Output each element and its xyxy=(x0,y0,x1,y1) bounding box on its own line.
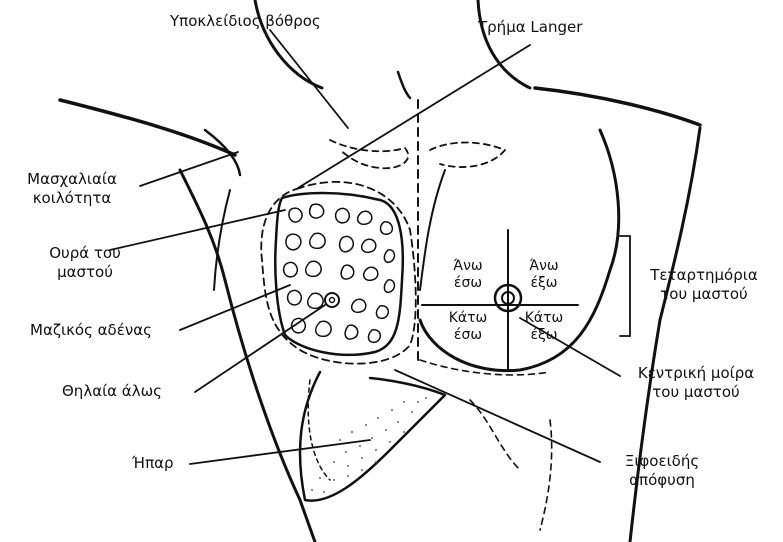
sternal-notch xyxy=(398,72,410,98)
label-central-line1: Κεντρική μοίρα xyxy=(616,364,776,383)
right-clavicle-dashed xyxy=(430,143,505,168)
label-xiphoid-line2: απόφυση xyxy=(602,471,722,490)
label-areola: Θηλαία άλως xyxy=(62,382,162,401)
neck-right-outline xyxy=(478,0,530,88)
leader-axilla xyxy=(140,152,238,186)
quadrant-upper-inner-line2: έσω xyxy=(440,275,496,292)
left-breast-tissue xyxy=(275,193,403,355)
quadrants-bracket xyxy=(620,236,630,336)
label-axilla-line1: Μασχαλιαία xyxy=(4,170,140,189)
label-axilla-line2: κοιλότητα xyxy=(4,189,140,208)
label-tail: Ουρά του μαστού xyxy=(30,244,140,282)
label-langer: Τρήμα Langer xyxy=(478,18,582,37)
label-tail-line1: Ουρά του xyxy=(30,244,140,263)
quadrant-upper-inner-line1: Άνω xyxy=(440,258,496,275)
label-clavicular-fossa: Υποκλείδιος βόθρος xyxy=(170,12,321,31)
quadrant-lower-inner-line1: Κάτω xyxy=(440,310,496,327)
label-xiphoid: Ξιφοειδής απόφυση xyxy=(602,452,722,490)
quadrant-upper-outer: Άνω έξω xyxy=(516,258,572,292)
quadrant-lower-inner: Κάτω έσω xyxy=(440,310,496,344)
label-liver: Ήπαρ xyxy=(132,454,174,473)
left-arm-inner xyxy=(214,190,230,290)
leader-langer xyxy=(298,45,530,188)
liver-inner xyxy=(308,380,330,480)
label-axilla: Μασχαλιαία κοιλότητα xyxy=(4,170,140,208)
label-tail-line2: μαστού xyxy=(30,263,140,282)
label-quadrants: Τεταρτημόρια του μαστού xyxy=(634,266,774,304)
leader-liver xyxy=(190,440,370,464)
label-quadrants-line1: Τεταρτημόρια xyxy=(634,266,774,285)
quadrant-upper-outer-line2: έξω xyxy=(516,275,572,292)
label-lymph-node: Μαζικός αδένας xyxy=(30,321,152,340)
label-xiphoid-line1: Ξιφοειδής xyxy=(602,452,722,471)
right-shoulder-outline xyxy=(535,88,700,125)
label-central-line2: του μαστού xyxy=(616,383,776,402)
label-quadrants-line2: του μαστού xyxy=(634,285,774,304)
rib-dashed-2 xyxy=(470,400,520,470)
left-nipple xyxy=(325,293,339,307)
label-central: Κεντρική μοίρα του μαστού xyxy=(616,364,776,402)
quadrant-lower-outer-line2: έξω xyxy=(516,327,572,344)
quadrant-lower-outer: Κάτω έξω xyxy=(516,310,572,344)
quadrant-lower-inner-line2: έσω xyxy=(440,327,496,344)
liver-outline xyxy=(300,372,445,501)
quadrant-lower-outer-line1: Κάτω xyxy=(516,310,572,327)
quadrant-upper-outer-line1: Άνω xyxy=(516,258,572,275)
leader-clavicular-fossa xyxy=(270,30,348,128)
left-shoulder-outline xyxy=(60,100,235,155)
quadrant-upper-inner: Άνω έσω xyxy=(440,258,496,292)
